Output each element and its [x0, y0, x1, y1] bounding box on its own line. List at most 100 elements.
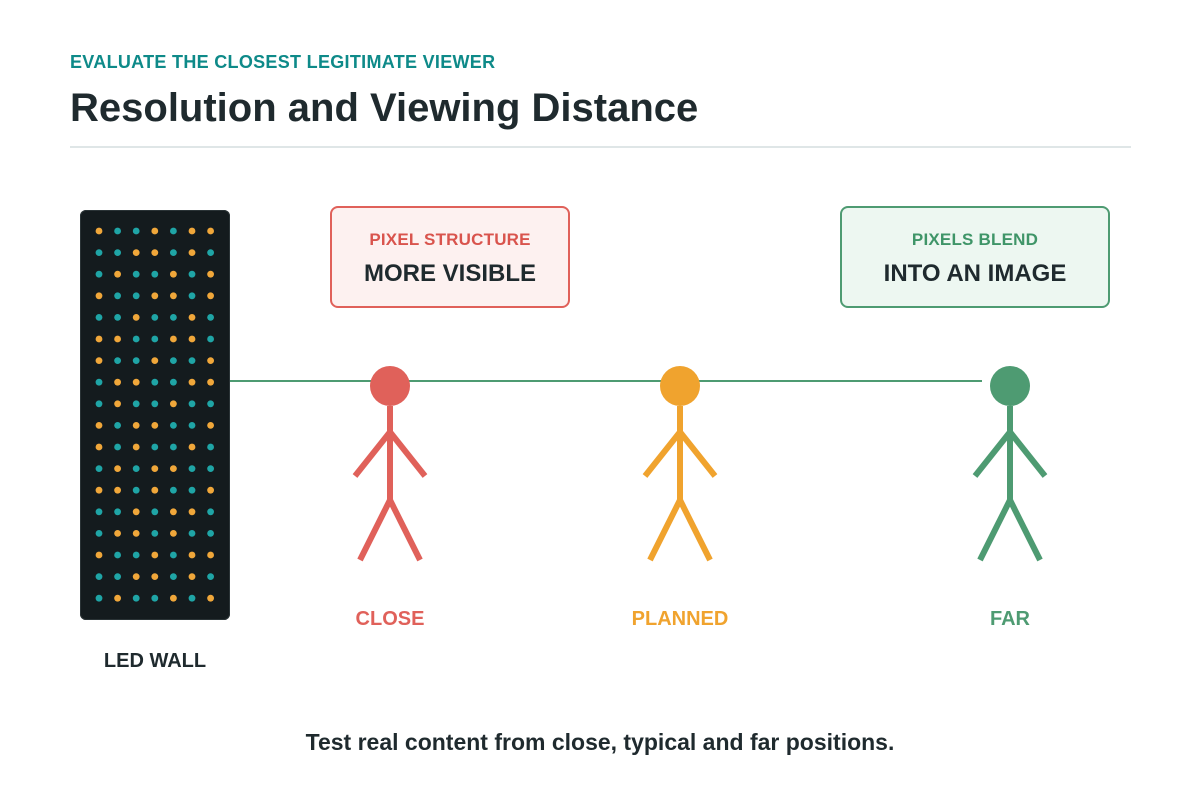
led-pixel: [207, 443, 214, 451]
led-pixel: [95, 551, 103, 559]
led-pixel: [207, 314, 214, 321]
led-pixel: [207, 422, 214, 429]
led-pixel: [132, 227, 140, 235]
figure-head: [660, 366, 700, 406]
callout-close: PIXEL STRUCTURE MORE VISIBLE: [330, 206, 570, 308]
led-pixel: [95, 227, 103, 235]
led-pixel: [188, 422, 196, 429]
led-pixel: [170, 443, 177, 451]
led-pixel: [151, 292, 159, 300]
figure-right-arm: [1007, 430, 1048, 478]
led-pixel: [132, 249, 140, 256]
led-pixel: [151, 422, 159, 429]
led-pixel: [188, 508, 196, 516]
led-pixel: [188, 227, 196, 235]
figure-right-arm: [387, 430, 428, 478]
led-pixel: [114, 443, 121, 451]
led-pixel: [114, 400, 121, 408]
led-pixel: [151, 400, 159, 408]
callout-far: PIXELS BLEND INTO AN IMAGE: [840, 206, 1110, 308]
led-pixel: [95, 594, 103, 602]
led-pixel: [132, 335, 140, 343]
viewer-close-figure: [352, 366, 428, 562]
led-pixel: [95, 335, 103, 343]
viewer-planned-label: PLANNED: [631, 608, 729, 630]
led-pixel: [95, 270, 103, 278]
led-pixel: [132, 551, 140, 559]
led-pixel: [170, 357, 177, 364]
led-pixel: [95, 357, 103, 364]
led-pixel: [114, 508, 121, 516]
led-pixel: [188, 530, 196, 537]
led-pixel: [114, 422, 121, 429]
led-pixel: [188, 551, 196, 559]
led-pixel: [207, 551, 214, 559]
led-pixel: [114, 551, 121, 559]
led-pixel: [132, 573, 140, 580]
led-pixel: [207, 486, 214, 494]
led-pixel: [95, 422, 103, 429]
viewer-far-label: FAR: [990, 608, 1030, 630]
led-pixel: [188, 594, 196, 602]
led-pixel: [151, 465, 159, 472]
figure-right-leg: [387, 498, 423, 562]
led-pixel: [207, 400, 214, 408]
figure-right-leg: [677, 498, 713, 562]
led-pixel: [170, 465, 177, 472]
led-pixel: [188, 400, 196, 408]
eyebrow-heading: EVALUATE THE CLOSEST LEGITIMATE VIEWER: [70, 52, 496, 72]
led-pixel: [95, 314, 103, 321]
page-title: Resolution and Viewing Distance: [70, 86, 699, 130]
figure-left-leg: [357, 498, 393, 562]
led-pixel: [151, 357, 159, 364]
led-pixel: [114, 249, 121, 256]
led-pixel: [170, 508, 177, 516]
title-divider: [70, 146, 1131, 148]
led-pixel: [207, 227, 214, 235]
led-pixel: [170, 530, 177, 537]
led-pixel: [95, 573, 103, 580]
led-pixel: [207, 357, 214, 364]
led-pixel: [170, 551, 177, 559]
led-pixel: [207, 530, 214, 537]
led-pixel: [170, 335, 177, 343]
led-pixel: [132, 594, 140, 602]
led-pixel: [151, 530, 159, 537]
led-pixel: [114, 573, 121, 580]
led-pixel: [207, 270, 214, 278]
led-pixel: [188, 270, 196, 278]
led-pixel: [170, 486, 177, 494]
sight-line: [230, 380, 982, 382]
led-pixel: [188, 443, 196, 451]
led-pixel-grid: [95, 227, 214, 602]
led-pixel: [114, 594, 121, 602]
led-pixel: [132, 486, 140, 494]
led-pixel: [95, 378, 103, 386]
led-pixel: [114, 270, 121, 278]
led-pixel: [114, 378, 121, 386]
led-pixel: [114, 465, 121, 472]
led-pixel: [151, 314, 159, 321]
led-pixel: [170, 400, 177, 408]
viewer-close-label: CLOSE: [355, 608, 425, 630]
led-pixel: [207, 508, 214, 516]
led-pixel: [132, 378, 140, 386]
led-pixel: [151, 573, 159, 580]
led-pixel: [95, 508, 103, 516]
led-pixel: [188, 249, 196, 256]
led-pixel: [132, 292, 140, 300]
led-pixel: [114, 314, 121, 321]
led-pixel: [114, 227, 121, 235]
led-pixel: [114, 335, 121, 343]
footer-note: Test real content from close, typical an…: [305, 729, 895, 755]
led-pixel: [170, 292, 177, 300]
led-pixel: [151, 249, 159, 256]
led-pixel: [132, 314, 140, 321]
led-pixel: [188, 357, 196, 364]
led-pixel: [132, 530, 140, 537]
figure-left-arm: [352, 430, 393, 478]
figure-right-arm: [677, 430, 718, 478]
callout-far-headline: INTO AN IMAGE: [883, 260, 1067, 287]
led-pixel: [151, 335, 159, 343]
led-pixel: [95, 443, 103, 451]
